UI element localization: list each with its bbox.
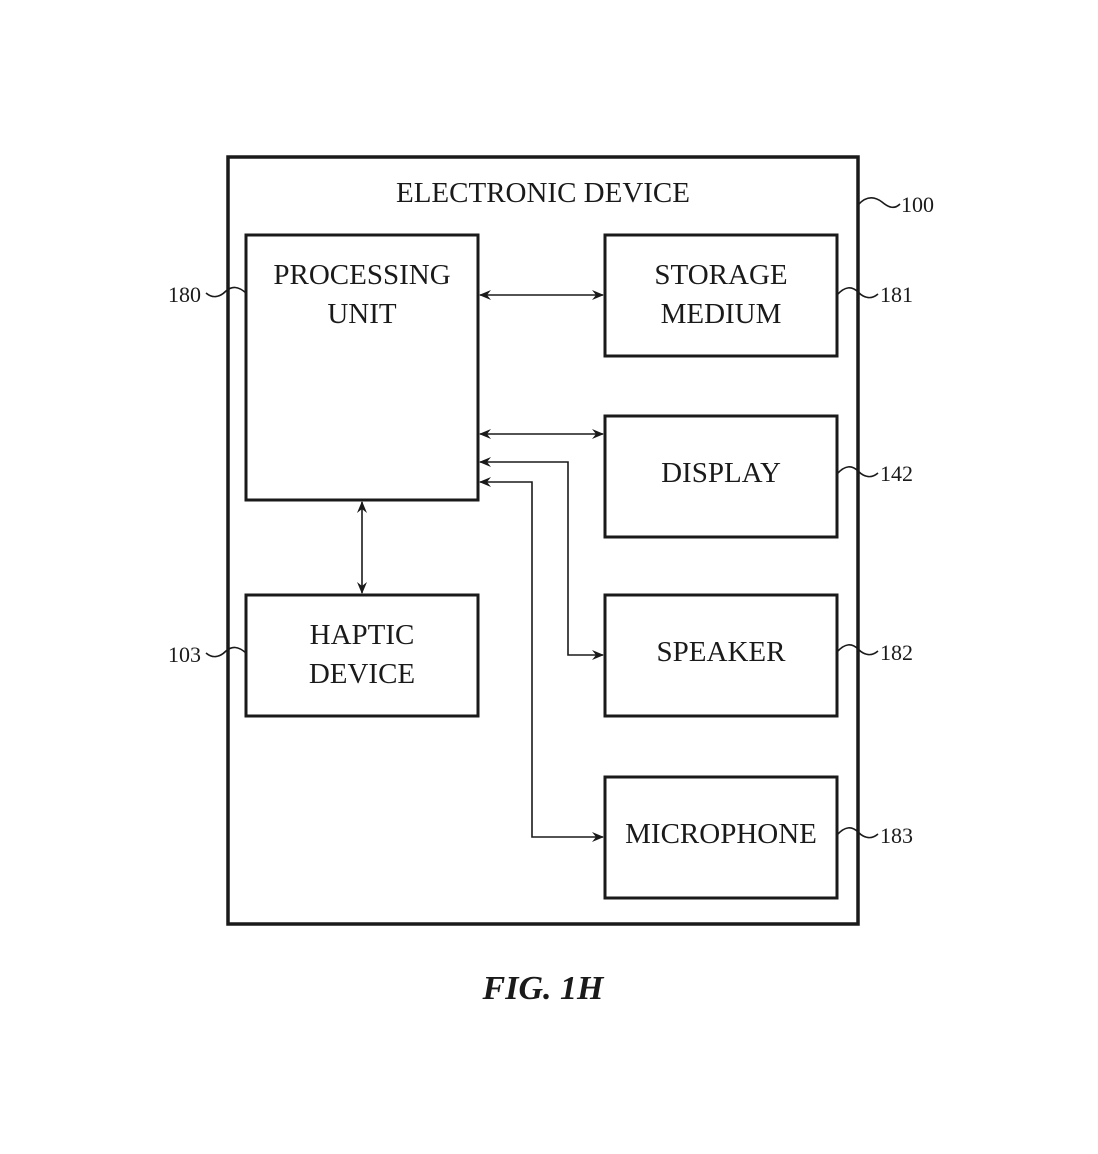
- speaker-border: [603, 593, 839, 718]
- storage-medium-label-line1: STORAGE: [654, 259, 787, 291]
- connector-processing-microphone: [479, 477, 604, 842]
- speaker-block: SPEAKER 182: [603, 593, 913, 718]
- haptic-device-border: [244, 593, 480, 718]
- electronic-device-border: [226, 155, 860, 926]
- ref-label-180: 180: [168, 282, 201, 307]
- microphone-border: [603, 775, 839, 900]
- haptic-device-label-line1: HAPTIC: [310, 619, 415, 651]
- storage-medium-border: [603, 233, 839, 358]
- ref-leader-183: [836, 827, 879, 839]
- ref-label-182: 182: [880, 640, 913, 665]
- display-block: DISPLAY 142: [603, 414, 913, 539]
- speaker-label: SPEAKER: [657, 636, 787, 668]
- ref-leader-180: [205, 286, 247, 298]
- storage-medium-label-line2: MEDIUM: [661, 298, 782, 330]
- haptic-device-block: HAPTIC DEVICE 103: [168, 593, 480, 718]
- figure-caption: FIG. 1H: [482, 970, 605, 1007]
- electronic-device-title: ELECTRONIC DEVICE: [396, 177, 690, 209]
- connectors: [357, 290, 604, 842]
- ref-leader-181: [836, 287, 879, 299]
- ref-label-103: 103: [168, 642, 201, 667]
- microphone-label: MICROPHONE: [625, 818, 817, 850]
- haptic-device-label-line2: DEVICE: [309, 658, 415, 690]
- connector-processing-speaker: [479, 457, 604, 660]
- electronic-device-container: ELECTRONIC DEVICE 100: [226, 155, 934, 926]
- ref-leader-142: [836, 466, 879, 478]
- microphone-block: MICROPHONE 183: [603, 775, 913, 900]
- display-border: [603, 414, 839, 539]
- ref-label-142: 142: [880, 461, 913, 486]
- processing-unit-label-line2: UNIT: [327, 298, 397, 330]
- display-label: DISPLAY: [661, 457, 781, 489]
- ref-leader-100: [857, 197, 901, 209]
- ref-leader-182: [836, 644, 879, 656]
- processing-unit-border: [244, 233, 480, 502]
- processing-unit-block: PROCESSING UNIT 180: [168, 233, 480, 502]
- ref-label-100: 100: [901, 192, 934, 217]
- storage-medium-block: STORAGE MEDIUM 181: [603, 233, 913, 358]
- processing-unit-label-line1: PROCESSING: [273, 259, 450, 291]
- ref-label-181: 181: [880, 282, 913, 307]
- ref-label-183: 183: [880, 823, 913, 848]
- ref-leader-103: [205, 646, 247, 658]
